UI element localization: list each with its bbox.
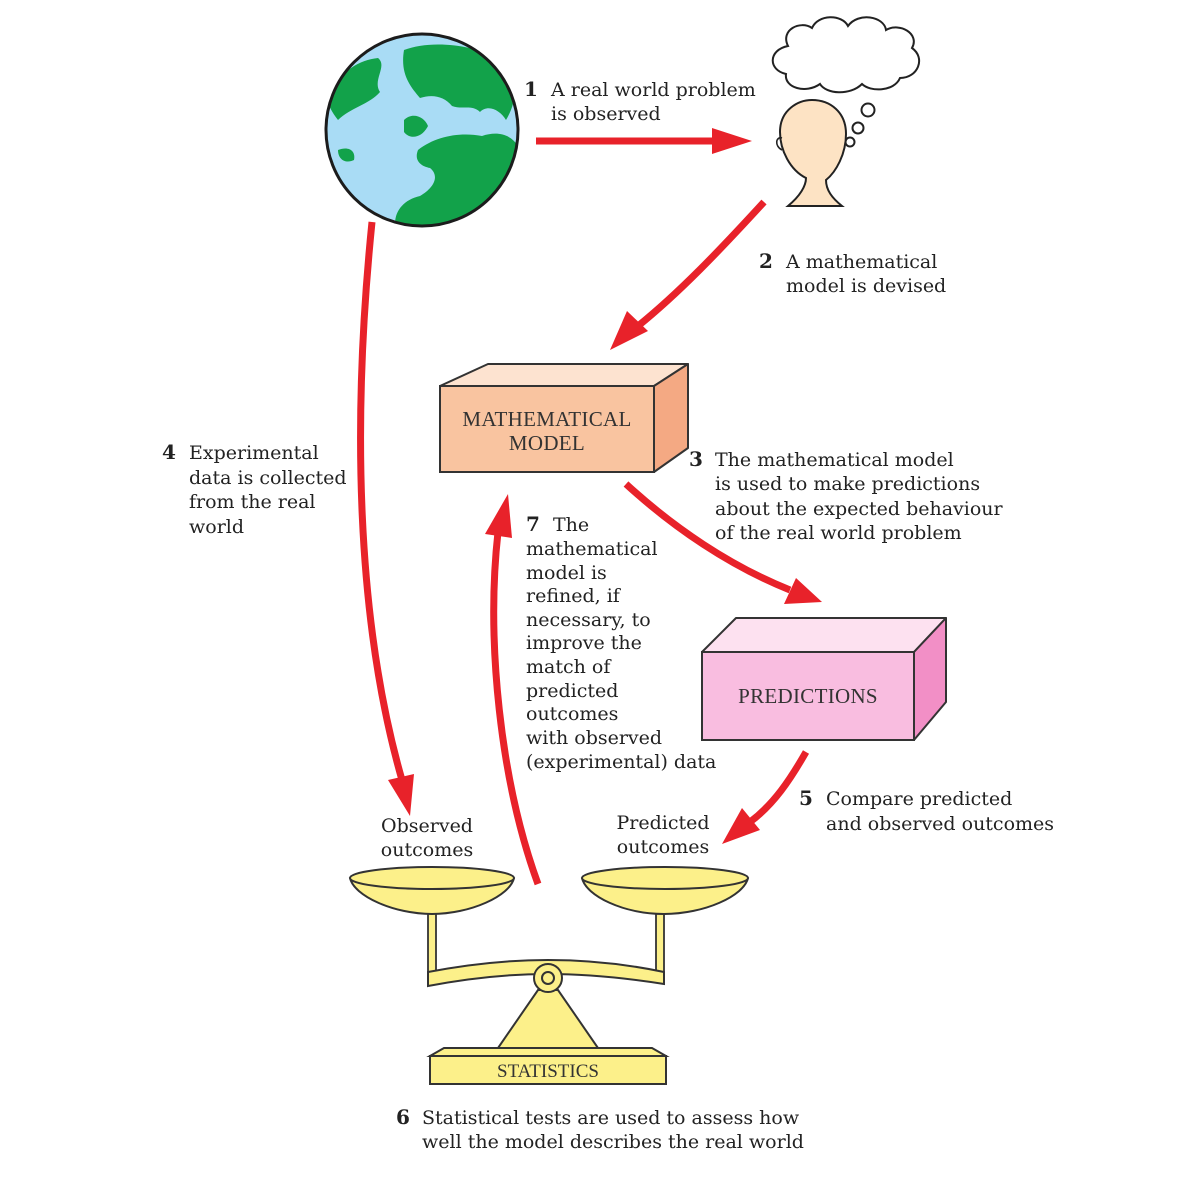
observed-outcomes-label: Observed outcomes <box>381 815 473 861</box>
step-7-line-9: outcomes <box>526 703 618 725</box>
step-1-caption: 1 A real world problem is observed <box>524 77 756 125</box>
step-7-line-1: The <box>553 514 589 536</box>
step-6-caption: 6 Statistical tests are used to assess h… <box>396 1105 804 1153</box>
predicted-line-2: outcomes <box>617 836 709 858</box>
step-4-caption: 4 Experimental data is collected from th… <box>162 440 347 538</box>
observed-line-1: Observed <box>381 815 473 837</box>
balance-scale-icon: STATISTICS <box>348 866 750 1085</box>
thought-bubble-icon <box>771 16 921 148</box>
statistics-label: STATISTICS <box>497 1061 599 1082</box>
step-3-number: 3 <box>689 447 703 471</box>
step-5-line-2: and observed outcomes <box>826 813 1054 835</box>
predictions-box-label: PREDICTIONS <box>738 684 878 708</box>
arrows <box>357 128 822 886</box>
step-7-line-10: with observed <box>526 727 662 749</box>
step-4-line-2: data is collected <box>189 467 347 489</box>
arrow-collect-head <box>388 774 414 816</box>
arrow-refine-head <box>485 494 512 538</box>
step-7-line-8: predicted <box>526 680 618 702</box>
step-7-line-2: mathematical <box>526 538 658 560</box>
step-5-caption: 5 Compare predicted and observed outcome… <box>799 786 1054 835</box>
step-3-line-2: is used to make predictions <box>715 473 980 495</box>
arrow-devise-head <box>610 311 648 350</box>
step-2-line-1: A mathematical <box>785 251 937 273</box>
step-4-number: 4 <box>162 440 176 464</box>
step-1-number: 1 <box>524 77 538 101</box>
step-6-line-2: well the model describes the real world <box>422 1131 804 1153</box>
predicted-line-1: Predicted <box>616 812 709 834</box>
arrow-collect <box>357 221 406 781</box>
step-5-line-1: Compare predicted <box>826 788 1012 810</box>
step-7-line-4: refined, if <box>526 585 622 607</box>
globe-icon <box>324 32 520 228</box>
step-1-line-2: is observed <box>551 103 661 125</box>
step-6-number: 6 <box>396 1105 410 1129</box>
person-thinking-icon <box>775 98 848 207</box>
predicted-outcomes-label: Predicted outcomes <box>616 812 709 858</box>
step-3-line-1: The mathematical model <box>715 449 954 471</box>
arrow-compare-head <box>722 808 760 844</box>
step-7-caption: 7 The mathematical model is refined, if … <box>526 512 716 773</box>
step-1-line-1: A real world problem <box>550 79 756 101</box>
step-5-number: 5 <box>799 786 813 810</box>
mathematical-model-box: MATHEMATICAL MODEL <box>439 363 689 473</box>
step-3-caption: 3 The mathematical model is used to make… <box>689 447 1004 544</box>
step-2-caption: 2 A mathematical model is devised <box>759 249 946 297</box>
step-4-line-3: from the real <box>189 491 316 513</box>
step-7-line-3: model is <box>526 562 607 584</box>
step-7-line-11: (experimental) data <box>526 751 716 773</box>
step-7-line-5: necessary, to <box>526 609 651 631</box>
arrow-devise <box>635 199 767 329</box>
predictions-box: PREDICTIONS <box>701 617 947 741</box>
step-3-line-3: about the expected behaviour <box>715 498 1004 520</box>
model-box-label-2: MODEL <box>509 431 585 455</box>
step-2-line-2: model is devised <box>786 275 946 297</box>
step-6-line-1: Statistical tests are used to assess how <box>422 1107 800 1129</box>
step-7-line-7: match of <box>526 656 612 678</box>
observed-line-2: outcomes <box>381 839 473 861</box>
model-box-label-1: MATHEMATICAL <box>462 407 631 431</box>
arrow-predict <box>623 481 792 594</box>
arrow-observe-head <box>712 128 752 154</box>
arrow-refine <box>490 531 542 886</box>
step-2-number: 2 <box>759 249 773 273</box>
step-7-line-6: improve the <box>526 632 642 654</box>
step-7-number: 7 <box>526 512 540 536</box>
step-3-line-4: of the real world problem <box>715 522 962 544</box>
step-4-line-4: world <box>189 516 244 538</box>
arrow-compare <box>747 750 810 825</box>
step-4-line-1: Experimental <box>189 442 319 464</box>
arrow-predict-head <box>784 578 822 604</box>
